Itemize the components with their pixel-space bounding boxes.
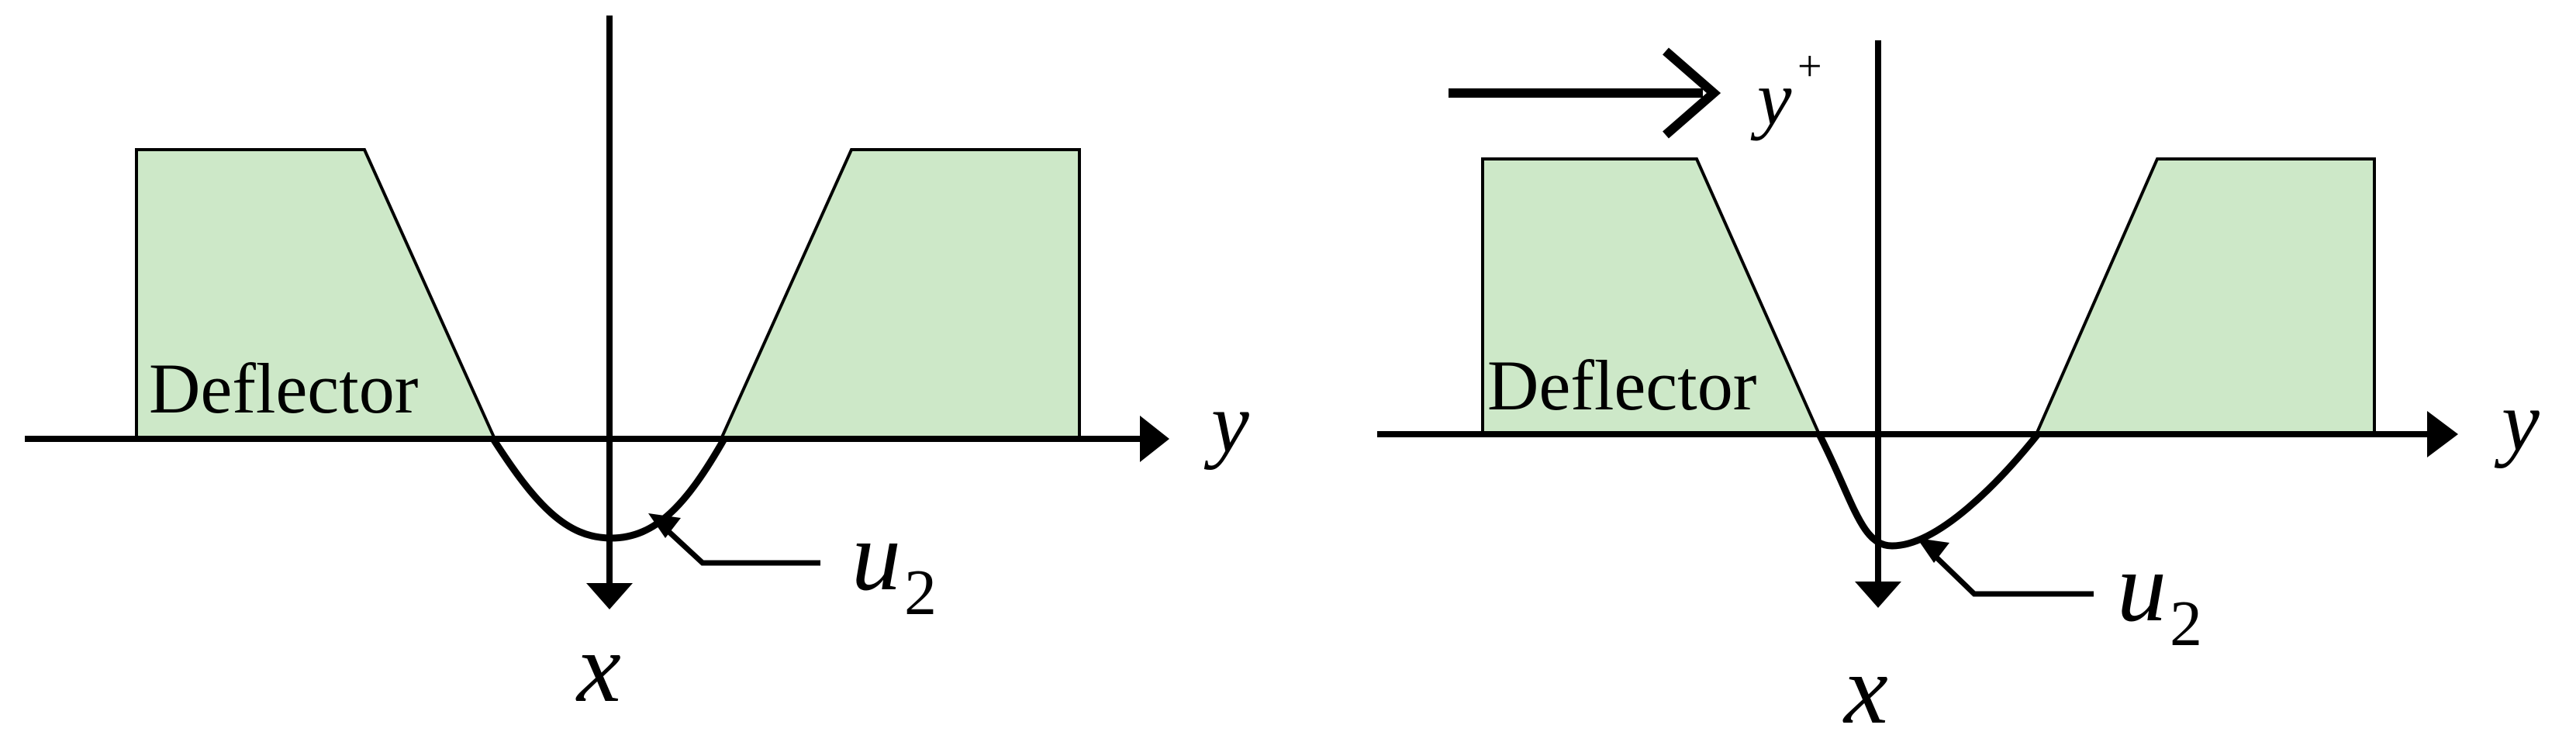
left-u2-label: u	[851, 501, 901, 611]
left-u2-curve	[490, 437, 727, 542]
left-u2-leader-arrowhead	[648, 513, 681, 538]
right-direction-label-superscript: +	[1797, 43, 1822, 91]
right-u2-subscript: 2	[2170, 588, 2202, 660]
left-panel: Deflector y x u 2	[25, 16, 1249, 723]
right-u2-curve	[1815, 432, 2041, 550]
right-u2-leader-line	[1927, 548, 2094, 597]
left-y-axis-label: y	[1203, 375, 1249, 470]
left-u2-leader-line	[658, 522, 820, 566]
right-x-axis-label: x	[1842, 634, 1888, 744]
right-u2-label: u	[2117, 532, 2167, 642]
left-u2-subscript: 2	[904, 557, 937, 629]
right-direction-arrowhead	[1663, 47, 1721, 139]
right-u2-main: u	[2117, 532, 2167, 642]
right-deflector-right-shape	[2033, 157, 2376, 436]
right-u2-leader-arrowhead	[1917, 538, 1949, 563]
right-panel: Deflector y x u 2 y +	[1377, 40, 2540, 744]
left-x-axis-label: x	[575, 613, 621, 723]
right-deflector-label: Deflector	[1487, 346, 1756, 425]
right-x-axis-arrowhead	[1855, 582, 1901, 608]
left-y-axis-arrowhead	[1140, 416, 1169, 462]
left-deflector-right-shape	[718, 148, 1081, 440]
right-y-axis-label: y	[2494, 374, 2540, 468]
right-direction-label: y	[1750, 55, 1792, 141]
right-y-axis-arrowhead	[2427, 411, 2458, 457]
left-x-axis-arrowhead	[586, 583, 633, 609]
left-deflector-label: Deflector	[149, 349, 418, 428]
left-u2-main: u	[851, 501, 901, 611]
